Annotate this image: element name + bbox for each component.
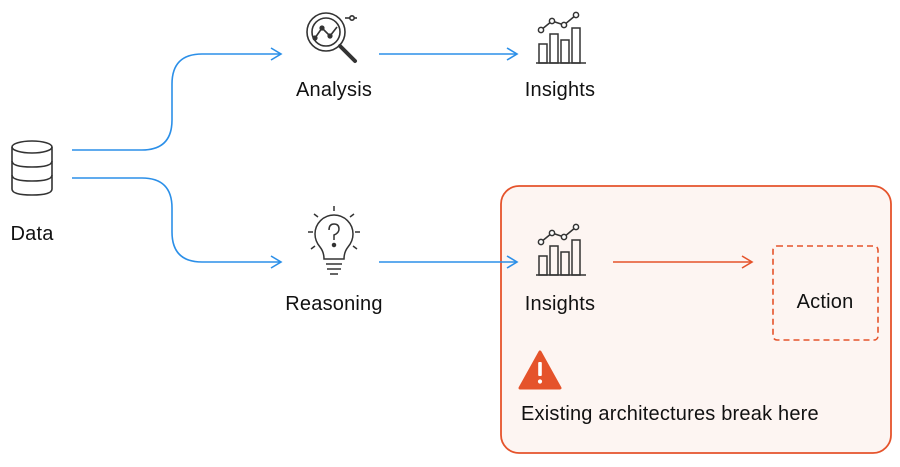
arrow-data-to-analysis [72,47,283,151]
highlight-region [500,185,892,454]
action-box [772,245,879,341]
insights-top-label: Insights [524,79,596,101]
warning-text: Existing architectures break here [521,403,819,425]
bar-chart-icon [536,223,586,276]
data-label: Data [10,223,54,245]
arrow-data-to-reasoning [72,177,283,269]
database-icon [11,140,53,196]
warning-icon [518,350,562,390]
lightbulb-question-icon [308,206,360,275]
action-label: Action [796,291,854,313]
bar-chart-icon [536,11,586,64]
insights-bottom-label: Insights [524,293,596,315]
magnifier-chart-icon [306,12,357,63]
reasoning-label: Reasoning [285,293,383,315]
analysis-label: Analysis [295,79,373,101]
